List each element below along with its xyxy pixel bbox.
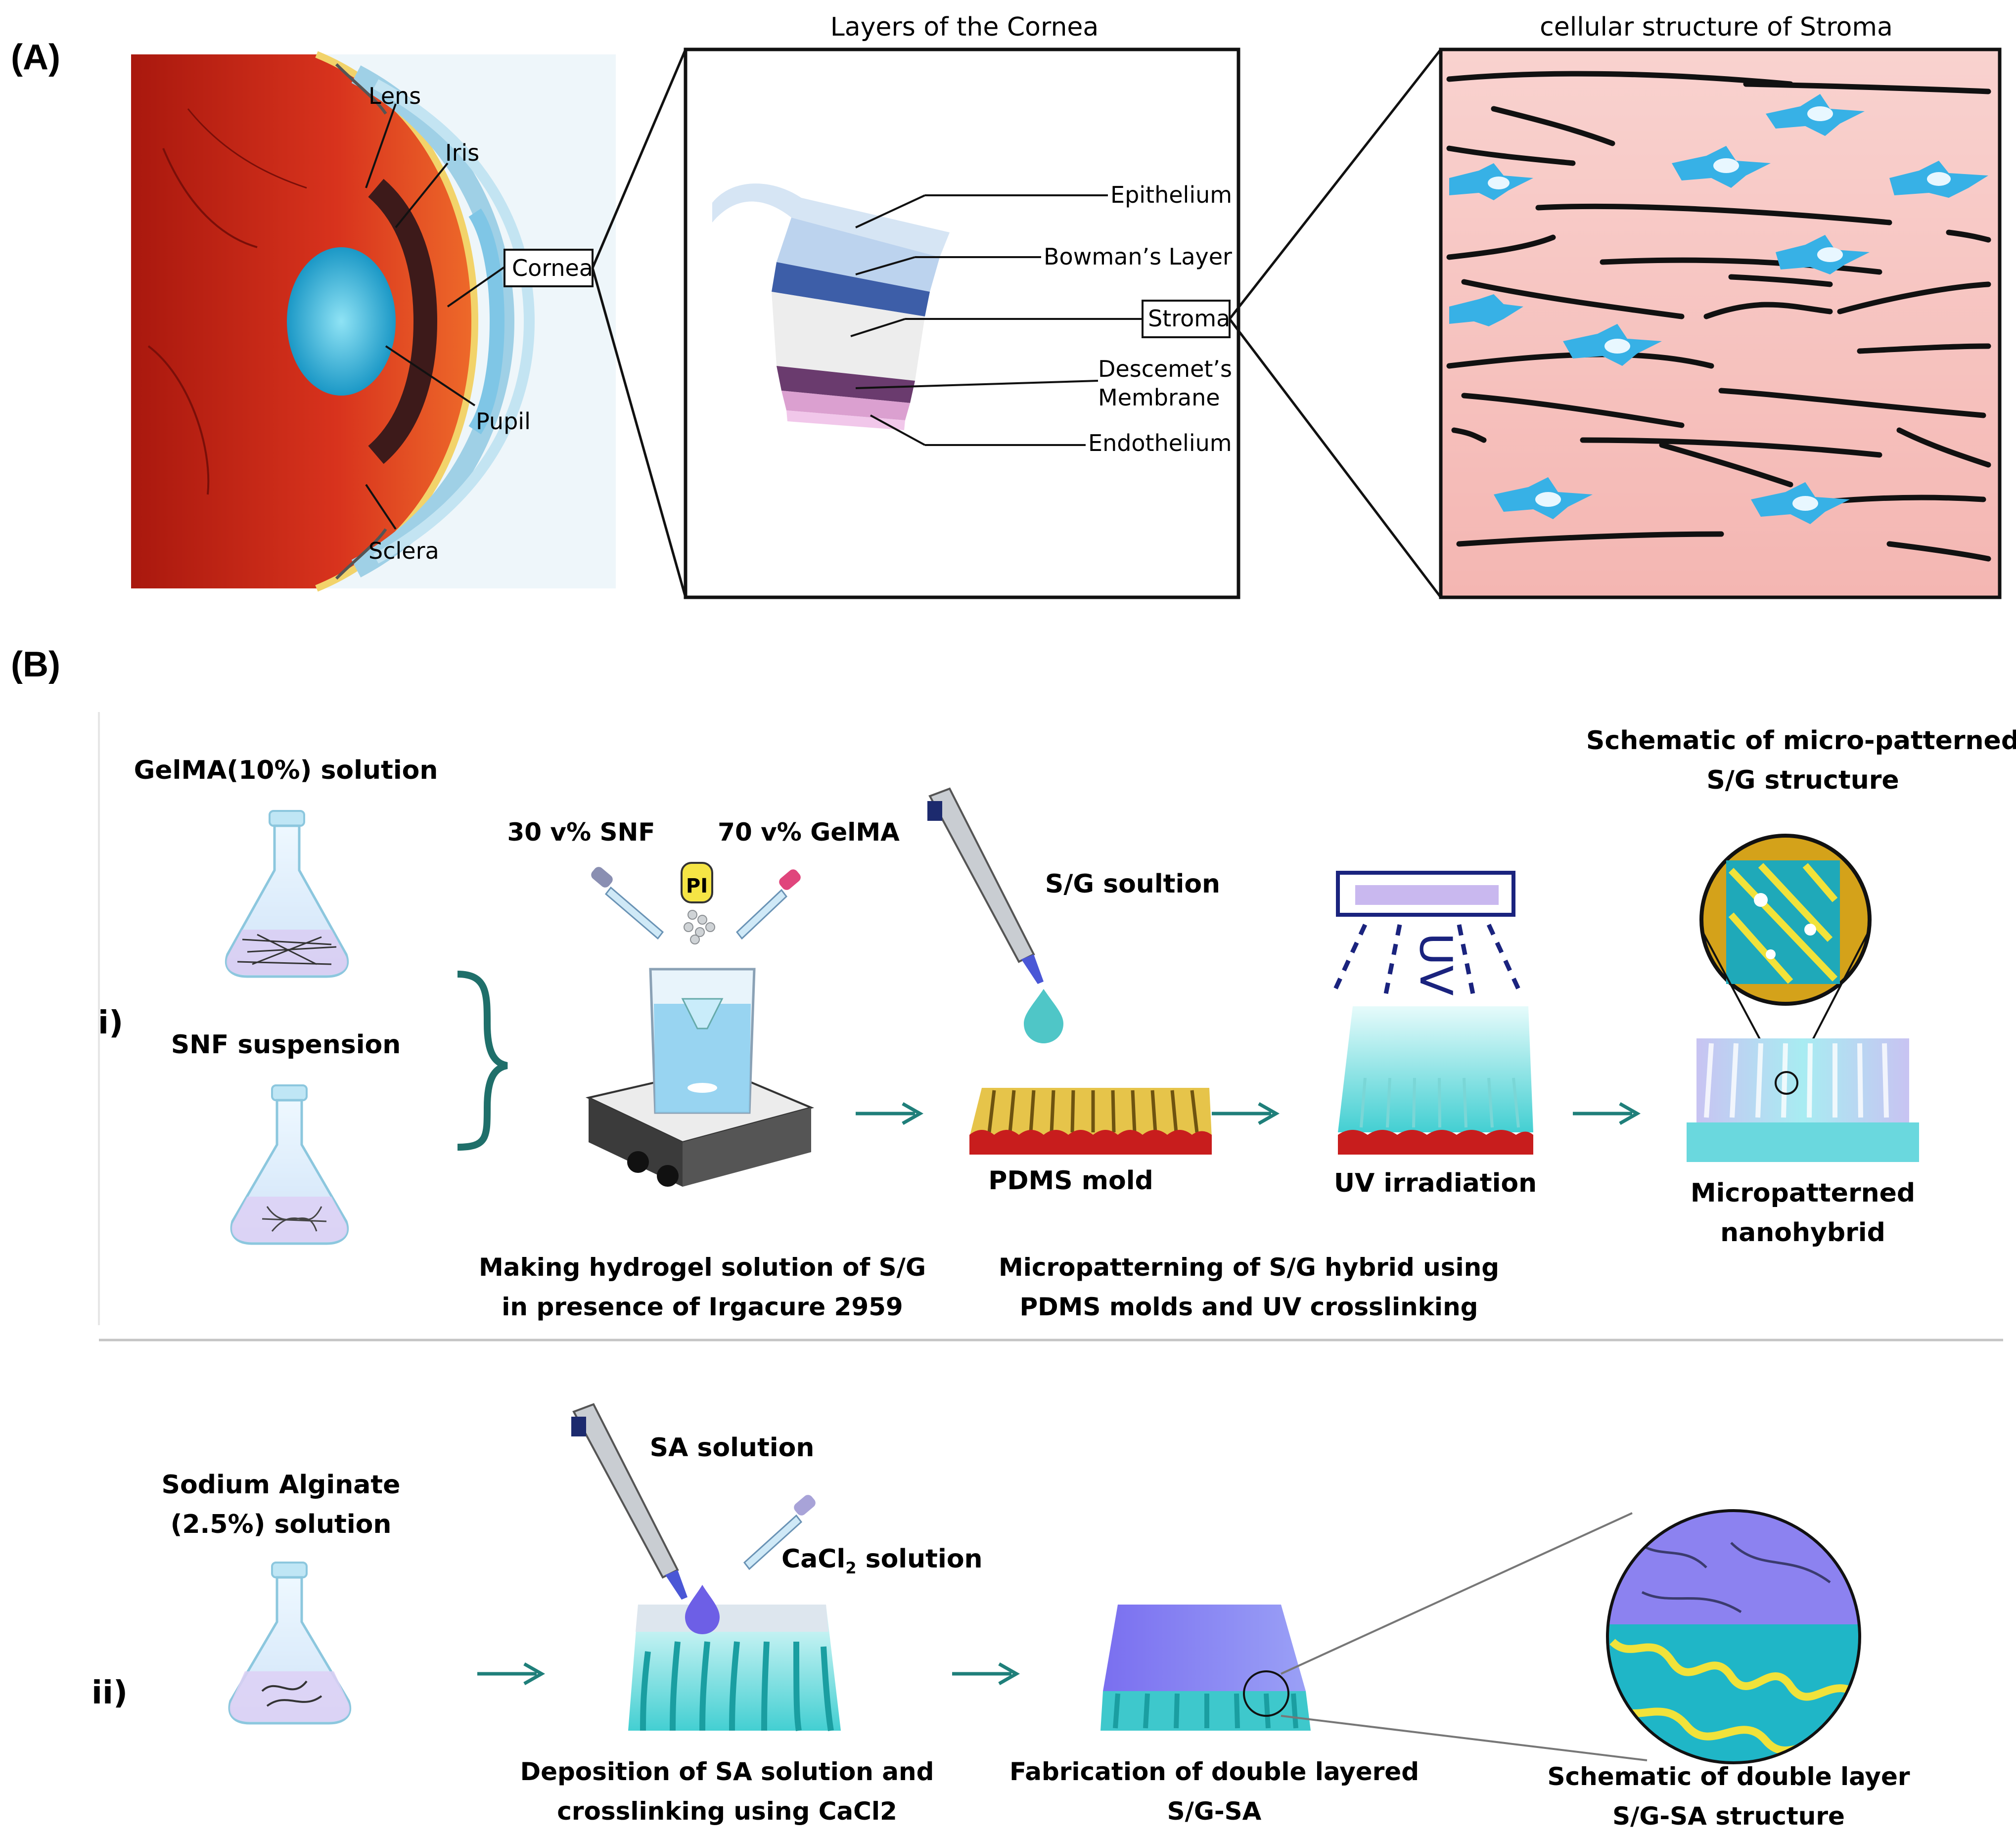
cornea-layer-stack xyxy=(712,183,950,430)
panel-b-label: (B) xyxy=(11,645,60,684)
uv-rays xyxy=(1333,924,1521,999)
uv-lamp-icon xyxy=(1336,871,1515,917)
cornea-label-box xyxy=(504,249,594,287)
epithelium-label: Epithelium xyxy=(1110,181,1232,208)
endothelium-label: Endothelium xyxy=(1088,430,1232,456)
snf-flask-icon xyxy=(230,1084,349,1245)
flow-arrows-row-ii xyxy=(477,1662,1020,1686)
beaker-icon xyxy=(649,968,756,1114)
photoinitiator-capsule xyxy=(681,862,713,903)
sg-solution-label: S/G soultion xyxy=(1045,869,1220,899)
making-hydrogel-line1: Making hydrogel solution of S/G xyxy=(479,1253,926,1282)
micropatterning-line1: Micropatterning of S/G hybrid using xyxy=(999,1253,1499,1282)
collagen-fibers xyxy=(1446,71,1991,562)
snf-dropper-icon xyxy=(591,867,664,940)
cacl2-subscript: 2 xyxy=(845,1559,856,1577)
cacl2-prefix: CaCl xyxy=(781,1544,845,1574)
pipette-icon xyxy=(927,787,1063,1043)
panel-a-label: (A) xyxy=(11,38,60,77)
double-layer-line1: Schematic of double layer xyxy=(1547,1762,1910,1791)
cornea-label: Cornea xyxy=(512,255,593,281)
cornea-layers-title: Layers of the Cornea xyxy=(830,12,1099,42)
deposition-line1: Deposition of SA solution and xyxy=(520,1757,934,1786)
uv-gel-block-icon xyxy=(1338,1006,1533,1155)
descemet-label-line1: Descemet’s xyxy=(1098,356,1232,382)
pi-label: PI xyxy=(686,875,708,897)
gelma-dropper-icon xyxy=(735,869,801,940)
sclera-label: Sclera xyxy=(368,537,439,564)
micropatterning-line2: PDMS molds and UV crosslinking xyxy=(1020,1293,1478,1321)
row-ii-label: ii) xyxy=(92,1675,128,1711)
pdms-mold-label: PDMS mold xyxy=(988,1166,1153,1196)
bowman-label: Bowman’s Layer xyxy=(1044,243,1232,270)
gelma-fraction-label: 70 v% GelMA xyxy=(718,818,900,847)
cacl2-label: CaCl2 solution xyxy=(781,1544,983,1577)
fabrication-line2: S/G-SA xyxy=(1167,1797,1262,1826)
sa-pipette-icon xyxy=(571,1403,687,1600)
uv-irradiation-label: UV irradiation xyxy=(1334,1168,1537,1198)
schematic-micro-line2: S/G structure xyxy=(1706,765,1899,795)
micropatterned-line2: nanohybrid xyxy=(1720,1218,1885,1248)
sa-solution-label: SA solution xyxy=(650,1433,815,1463)
keratocyte-nuclei xyxy=(1488,106,1951,511)
pupil-label: Pupil xyxy=(476,408,531,435)
double-layer-block-icon xyxy=(1100,1605,1311,1731)
sa-solution-line1: Sodium Alginate xyxy=(162,1470,401,1500)
micropatterned-nanohybrid-icon xyxy=(1687,1038,1919,1162)
double-layer-zoom-circle xyxy=(1606,1509,1861,1764)
stroma-label: Stroma xyxy=(1148,305,1230,332)
gelma-solution-label: GelMA(10%) solution xyxy=(134,756,438,785)
micropatterned-line1: Micropatterned xyxy=(1691,1178,1915,1208)
snf-fraction-label: 30 v% SNF xyxy=(507,818,655,847)
micropattern-zoom-circle xyxy=(1699,834,1872,1006)
making-hydrogel-line2: in presence of Irgacure 2959 xyxy=(502,1293,903,1321)
pdms-mold-icon xyxy=(969,1088,1212,1155)
uv-symbol: UV xyxy=(1410,933,1462,995)
fabrication-line1: Fabrication of double layered xyxy=(1009,1757,1419,1786)
cacl2-dropper-icon xyxy=(743,1495,816,1570)
gelma-flask-icon xyxy=(225,810,349,978)
snf-suspension-label: SNF suspension xyxy=(171,1030,401,1060)
lens-label: Lens xyxy=(368,83,421,109)
eye-illustration xyxy=(131,51,616,592)
iris-label: Iris xyxy=(445,139,479,166)
schematic-micro-line1: Schematic of micro-patterned xyxy=(1586,726,2016,756)
sa-flask-icon xyxy=(228,1562,352,1725)
descemet-label-line2: Membrane xyxy=(1098,384,1220,411)
combine-bracket xyxy=(457,971,508,1151)
photoinitiator-powder xyxy=(684,910,715,944)
cacl2-suffix: solution xyxy=(857,1544,983,1574)
deposition-line2: crosslinking using CaCl2 xyxy=(557,1797,897,1826)
flow-arrows-row-i xyxy=(856,1102,1641,1125)
row-i-label: i) xyxy=(98,1005,123,1041)
double-layer-line2: S/G-SA structure xyxy=(1612,1802,1845,1831)
stroma-structure-title: cellular structure of Stroma xyxy=(1540,12,1893,42)
stroma-structure-panel xyxy=(1439,47,2002,599)
sa-deposition-gel-icon xyxy=(628,1585,841,1731)
sa-solution-line2: (2.5%) solution xyxy=(171,1510,392,1539)
